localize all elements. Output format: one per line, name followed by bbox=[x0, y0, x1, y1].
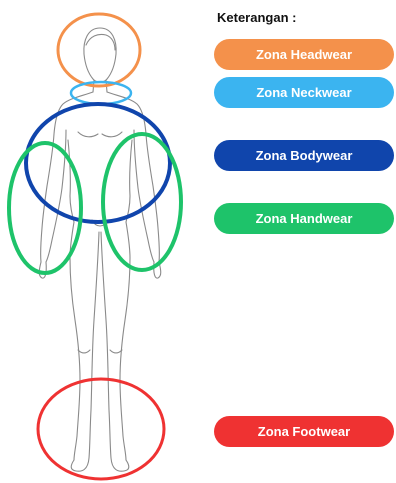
body-outline bbox=[39, 28, 161, 471]
body-figure-diagram bbox=[0, 0, 210, 483]
headwear-zone-outline bbox=[58, 14, 140, 86]
zone-bodywear-button[interactable]: Zona Bodywear bbox=[214, 140, 394, 171]
zone-headwear-button[interactable]: Zona Headwear bbox=[214, 39, 394, 70]
legend-title: Keterangan : bbox=[217, 10, 296, 25]
handwear-right-zone-outline bbox=[103, 134, 181, 270]
footwear-zone-outline bbox=[38, 379, 164, 479]
zone-handwear-button[interactable]: Zona Handwear bbox=[214, 203, 394, 234]
zone-neckwear-button[interactable]: Zona Neckwear bbox=[214, 77, 394, 108]
zone-footwear-button[interactable]: Zona Footwear bbox=[214, 416, 394, 447]
handwear-left-zone-outline bbox=[9, 143, 81, 273]
bodywear-zone-outline bbox=[26, 104, 170, 222]
